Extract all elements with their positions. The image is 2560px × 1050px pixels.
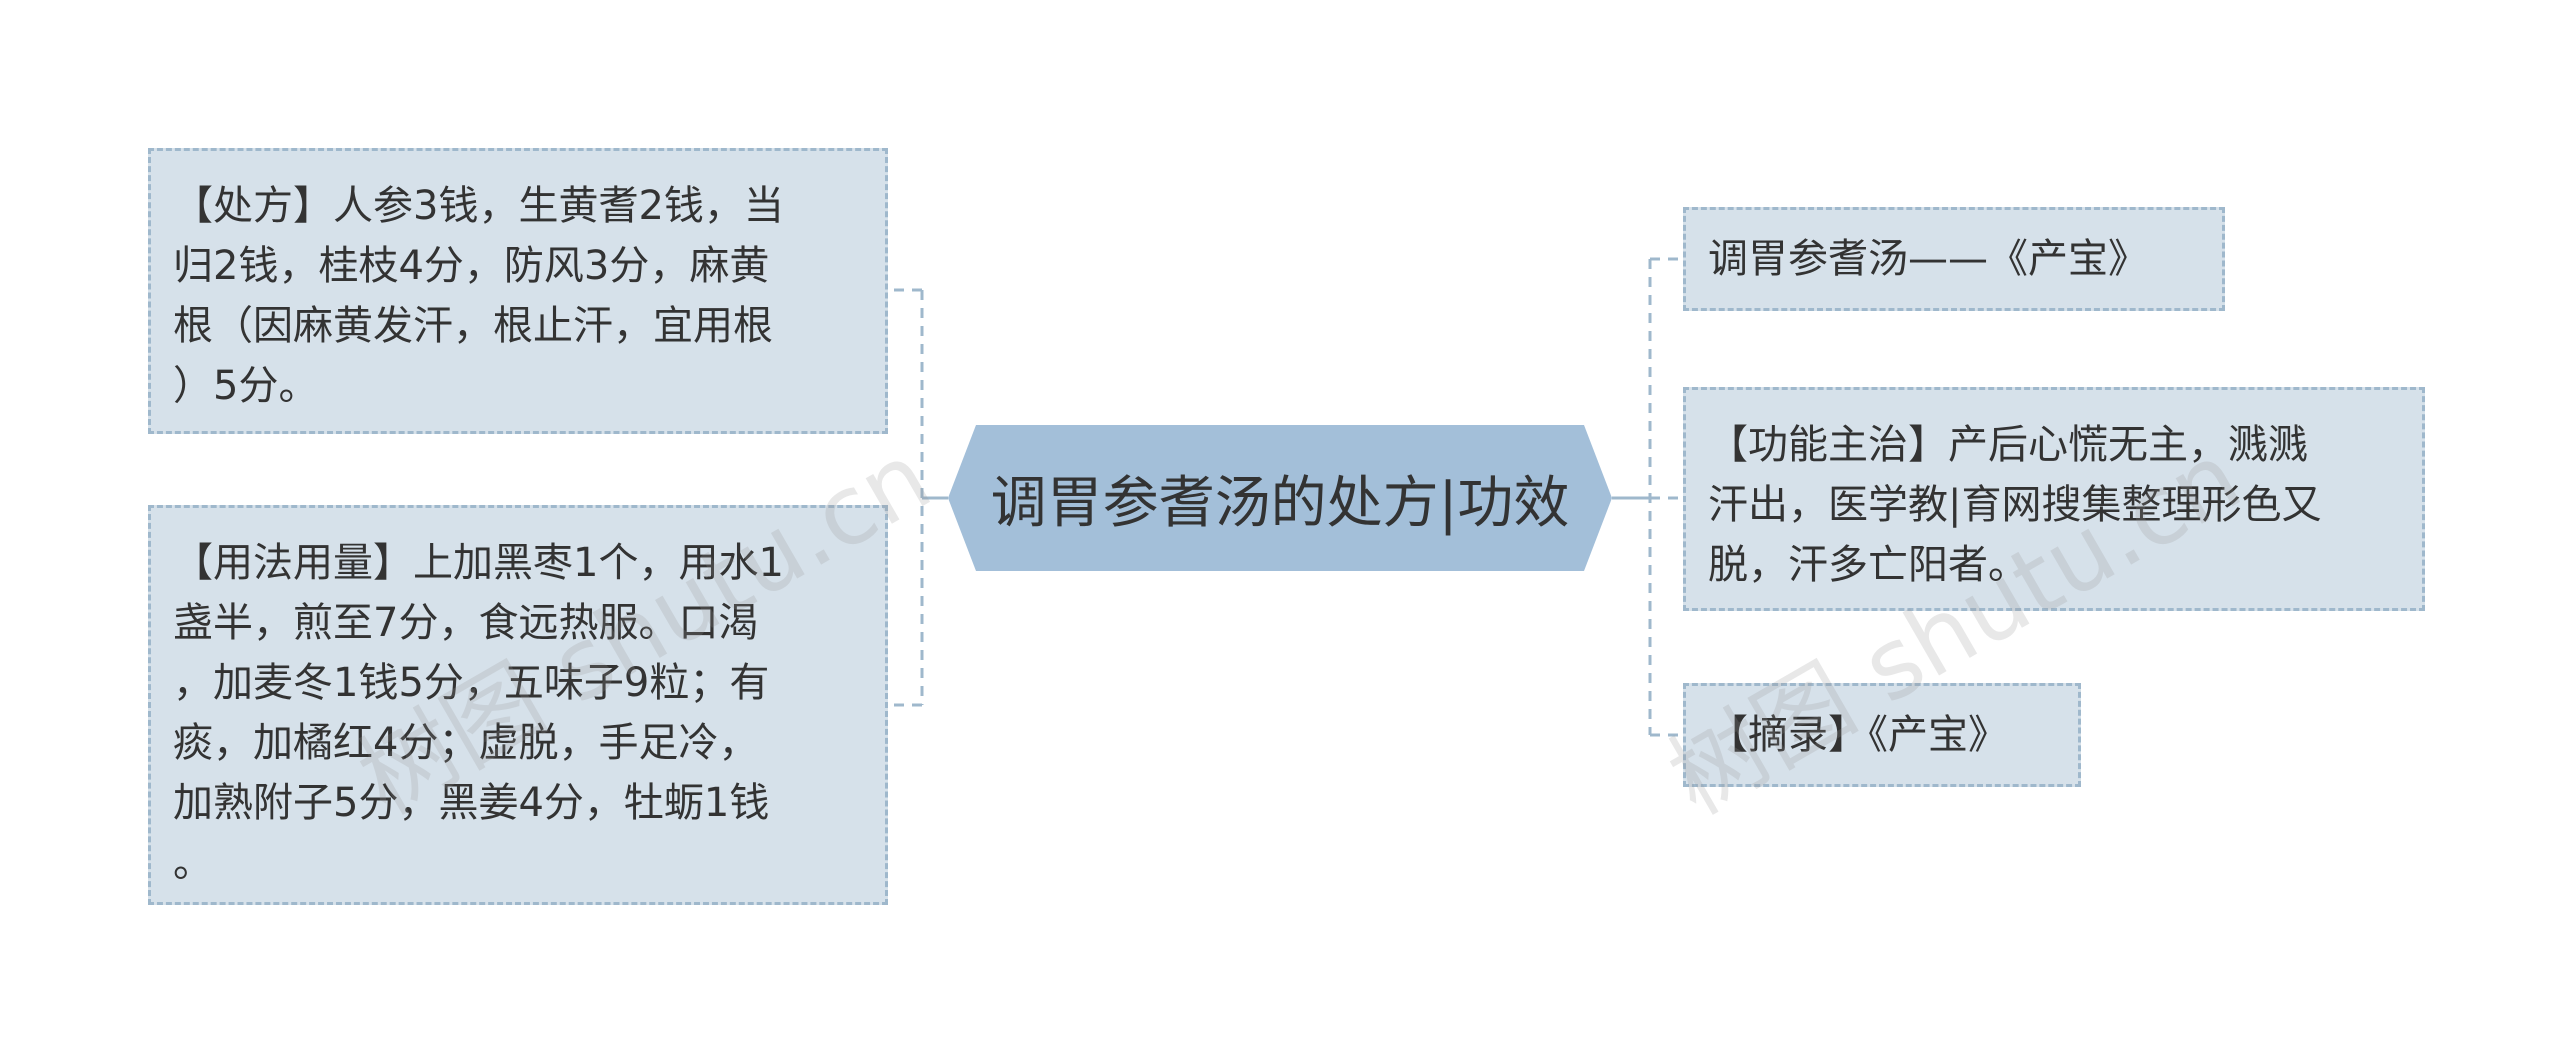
central-topic[interactable]: 调胃参耆汤的处方|功效 xyxy=(948,425,1612,571)
central-topic-title: 调胃参耆汤的处方|功效 xyxy=(990,470,1570,536)
node-indications[interactable]: 【功能主治】产后心慌无主，溅溅 汗出，医学教|育网搜集整理形色又 脱，汗多亡阳者… xyxy=(1683,387,2425,611)
node-name-source[interactable]: 调胃参耆汤——《产宝》 xyxy=(1683,207,2225,311)
node-excerpt[interactable]: 【摘录】《产宝》 xyxy=(1683,683,2081,787)
node-excerpt-text: 【摘录】《产宝》 xyxy=(1708,712,2008,758)
central-topic-shape xyxy=(948,425,1612,571)
node-usage-dosage-text: 【用法用量】上加黑枣1个，用水1 盏半，煎至7分，食远热服。口渴 ，加麦冬1钱5… xyxy=(173,540,784,886)
node-indications-text: 【功能主治】产后心慌无主，溅溅 汗出，医学教|育网搜集整理形色又 脱，汗多亡阳者… xyxy=(1708,422,2322,588)
node-name-source-text: 调胃参耆汤——《产宝》 xyxy=(1708,236,2148,282)
node-usage-dosage[interactable]: 【用法用量】上加黑枣1个，用水1 盏半，煎至7分，食远热服。口渴 ，加麦冬1钱5… xyxy=(148,505,888,905)
node-prescription-text: 【处方】人参3钱，生黄耆2钱，当 归2钱，桂枝4分，防风3分，麻黄 根（因麻黄发… xyxy=(173,183,784,409)
node-prescription[interactable]: 【处方】人参3钱，生黄耆2钱，当 归2钱，桂枝4分，防风3分，麻黄 根（因麻黄发… xyxy=(148,148,888,434)
